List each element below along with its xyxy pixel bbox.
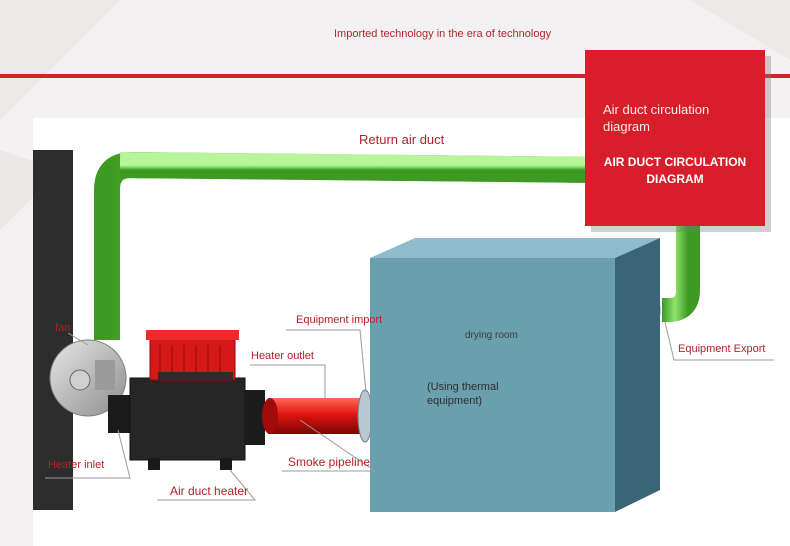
header-divider xyxy=(0,74,790,78)
label-smoke-pipeline: Smoke pipeline xyxy=(288,455,371,469)
drying-room-side xyxy=(615,238,660,512)
label-air-duct-heater: Air duct heater xyxy=(170,484,249,498)
label-using-thermal-equipment: (Using thermal equipment) xyxy=(427,381,499,407)
card-subtitle: Air duct circulation diagram xyxy=(603,102,710,134)
label-equipment-import: Equipment import xyxy=(296,314,383,326)
heater-body xyxy=(129,377,246,461)
wall-panel xyxy=(33,150,73,510)
label-fan: fan xyxy=(55,322,71,334)
card-title: AIR DUCT CIRCULATION DIAGRAM xyxy=(603,155,747,186)
header-tagline: Imported technology in the era of techno… xyxy=(334,28,552,40)
equipment-import-flange xyxy=(357,389,373,443)
label-heater-inlet: Heater inlet xyxy=(48,459,105,471)
title-card: Air duct circulation diagram AIR DUCT CI… xyxy=(585,50,765,226)
heater-inlet-connector xyxy=(108,395,130,433)
label-heater-outlet: Heater outlet xyxy=(251,350,314,362)
return-duct-right-drop xyxy=(662,226,700,322)
drying-room-top xyxy=(370,238,660,258)
drying-room-front xyxy=(370,258,615,512)
smoke-pipeline xyxy=(268,398,363,434)
label-drying-room: drying room xyxy=(465,330,518,341)
heater-outlet-collar xyxy=(245,390,265,445)
label-equipment-export: Equipment Export xyxy=(678,343,766,355)
label-return-air-duct: Return air duct xyxy=(359,132,445,147)
